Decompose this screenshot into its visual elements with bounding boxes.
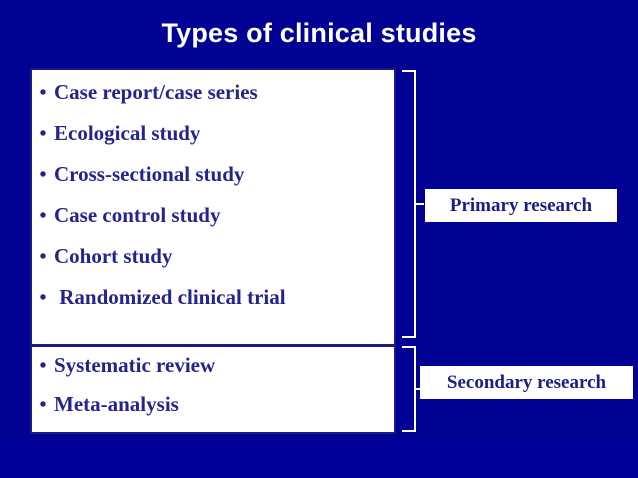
brace-tick-icon	[414, 388, 424, 390]
list-item: • Ecological study	[32, 121, 394, 145]
list-item: • Randomized clinical trial	[32, 285, 394, 309]
list-item-label: Randomized clinical trial	[54, 285, 286, 309]
bullet-icon: •	[39, 205, 47, 227]
primary-group-brace-icon	[402, 70, 424, 338]
bullet-icon: •	[39, 246, 47, 268]
primary-research-label: Primary research	[425, 189, 617, 222]
background-lower-band	[0, 442, 638, 478]
list-item: • Case control study	[32, 203, 394, 227]
bullet-icon: •	[39, 164, 47, 186]
list-item: • Systematic review	[32, 353, 394, 377]
bullet-icon: •	[39, 123, 47, 145]
list-item-label: Meta-analysis	[54, 392, 179, 416]
primary-studies-group: • Case report/case series • Ecological s…	[32, 70, 394, 344]
list-item-label: Systematic review	[54, 353, 216, 377]
list-item-label: Cross-sectional study	[54, 162, 245, 186]
list-item: • Meta-analysis	[32, 392, 394, 416]
page-title: Types of clinical studies	[161, 18, 477, 48]
list-item: • Cohort study	[32, 244, 394, 268]
list-item: • Cross-sectional study	[32, 162, 394, 186]
secondary-research-label: Secondary research	[420, 366, 633, 399]
list-item-label: Case control study	[54, 203, 221, 227]
bullet-icon: •	[39, 287, 47, 309]
list-item-label: Case report/case series	[54, 80, 258, 104]
secondary-studies-group: • Systematic review • Meta-analysis	[32, 347, 394, 432]
group-divider	[32, 344, 394, 347]
secondary-group-brace-icon	[402, 346, 424, 432]
bullet-icon: •	[39, 394, 47, 416]
list-item-label: Ecological study	[54, 121, 201, 145]
studies-panel: • Case report/case series • Ecological s…	[30, 68, 396, 434]
brace-tick-icon	[414, 203, 424, 205]
list-item-label: Cohort study	[54, 244, 173, 268]
bullet-icon: •	[39, 355, 47, 377]
list-item: • Case report/case series	[32, 80, 394, 104]
bullet-icon: •	[39, 82, 47, 104]
